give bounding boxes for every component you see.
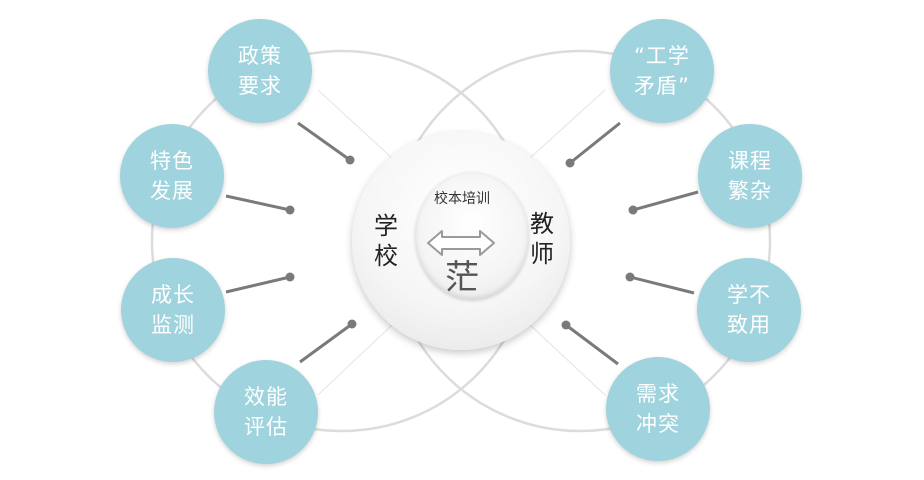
connector (225, 272, 295, 294)
node-effectiveness-evaluation: 效能 评估 (214, 360, 318, 464)
node-demand-conflict: 需求 冲突 (606, 357, 710, 461)
node-feature-development: 特色 发展 (120, 124, 224, 228)
connector (561, 320, 619, 366)
center-right-label: 教 师 (530, 210, 554, 268)
guide-line (529, 324, 606, 396)
double-arrow-icon (427, 230, 495, 256)
connector (625, 272, 695, 295)
node-learning-not-applied: 学不 致用 (697, 258, 801, 362)
guide-line (317, 89, 393, 159)
center-bottom-char: 茫 (445, 258, 479, 298)
node-policy-requirement: 政策 要求 (208, 19, 312, 123)
node-course-complexity: 课程 繁杂 (698, 124, 802, 228)
center-top-label: 校本培训 (434, 191, 490, 207)
guide-line (317, 324, 393, 396)
guide-line (529, 89, 606, 159)
node-work-study-conflict: “工学 矛盾” (610, 19, 714, 123)
center-left-label: 学 校 (374, 212, 398, 270)
connector (565, 121, 621, 168)
connector (225, 194, 295, 215)
connector (628, 190, 699, 215)
connector (297, 121, 355, 165)
connector (299, 319, 357, 364)
node-growth-monitoring: 成长 监测 (121, 258, 225, 362)
